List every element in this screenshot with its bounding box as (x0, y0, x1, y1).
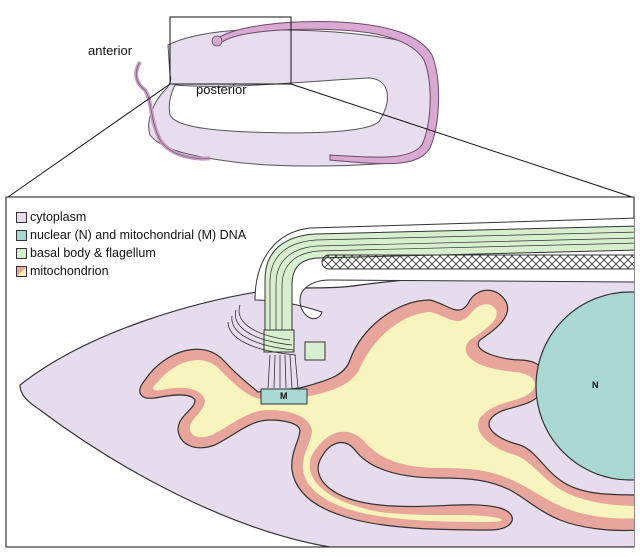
zoom-line-left (7, 83, 171, 198)
nucleus (535, 291, 634, 481)
detail-content (19, 217, 634, 547)
legend-swatch-cytoplasm (16, 211, 27, 223)
legend-label-cytoplasm: cytoplasm (30, 210, 87, 224)
axoneme-line-2 (275, 237, 634, 340)
axoneme-line-1 (269, 231, 634, 340)
label-anterior: anterior (88, 43, 133, 58)
legend-swatch-mitochondrion (16, 265, 27, 277)
nucleus-label: N (592, 380, 599, 390)
tac-filaments (267, 354, 299, 389)
label-posterior: posterior (196, 82, 247, 97)
legend-swatch-flagellum (16, 247, 27, 259)
mitochondrial-matrix (153, 304, 634, 522)
legend-item-cytoplasm: cytoplasm (16, 208, 246, 226)
overview-cell (134, 21, 439, 167)
overview-inner-gap (168, 77, 388, 134)
microtubule-fibres (227, 304, 297, 356)
kinetoplast-label: M (280, 391, 288, 401)
zoom-box (169, 16, 292, 85)
legend-label-flagellum: basal body & flagellum (30, 246, 156, 260)
legend-item-flagellum: basal body & flagellum (16, 244, 246, 262)
overview-flagellum (213, 21, 439, 165)
zoom-line-right (290, 83, 633, 198)
legend-item-dna: nuclear (N) and mitochondrial (M) DNA (16, 226, 246, 244)
legend-label-mitochondrion: mitochondrion (30, 264, 109, 278)
legend-swatch-dna (16, 229, 27, 241)
kinetoplast-dna (260, 388, 308, 405)
basal-body-probasal (304, 341, 326, 361)
overview-anterior-dot (211, 35, 223, 47)
legend-label-dna: nuclear (N) and mitochondrial (M) DNA (30, 228, 247, 242)
axoneme-line-3 (281, 242, 634, 340)
paraflagellar-rod (321, 254, 634, 270)
legend: cytoplasm nuclear (N) and mitochondrial … (16, 208, 246, 280)
overview-flagellum-tip-outline (135, 61, 211, 159)
legend-item-mitochondrion: mitochondrion (16, 262, 246, 280)
